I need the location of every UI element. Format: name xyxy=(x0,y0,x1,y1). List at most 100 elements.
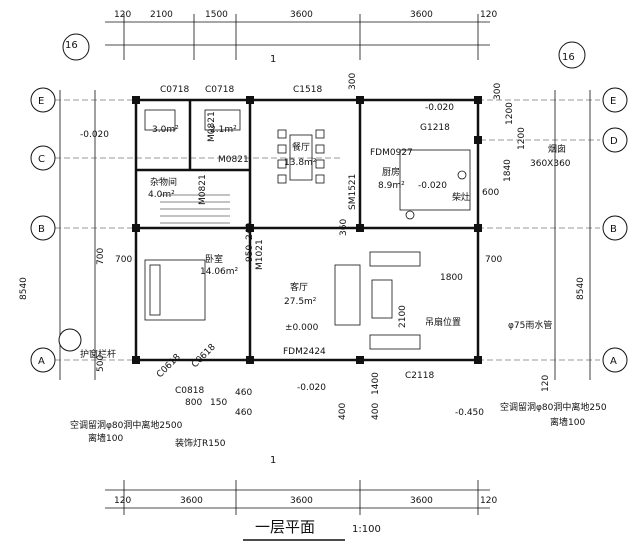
room-storage-name: 杂物间 xyxy=(150,176,177,188)
note-ac-right2: 离墙100 xyxy=(550,416,585,428)
section-left xyxy=(62,33,90,61)
stairs xyxy=(160,194,230,224)
window-c0818: C0818 xyxy=(175,386,204,396)
axis-label-1-bottom: 1 xyxy=(270,455,276,466)
axis-label-1-top: 1 xyxy=(270,54,276,65)
axis-label-b-right: B xyxy=(610,224,617,235)
note-d-150: 150 xyxy=(210,398,227,408)
dim-left-700: 700 xyxy=(96,248,106,265)
note-ac-left1: 空调留洞φ80洞中离地2500 xyxy=(70,419,183,431)
note-pipe: φ75雨水管 xyxy=(508,319,552,331)
axis-label-d-right: D xyxy=(610,136,618,147)
window-c0718-1: C0718 xyxy=(160,85,189,95)
furniture xyxy=(144,109,471,350)
dim-top-2: 1500 xyxy=(205,10,228,20)
axis-label-e-right: E xyxy=(610,96,616,107)
room-kitchen-name: 厨房 xyxy=(382,166,400,178)
window-c1518: C1518 xyxy=(293,85,322,95)
note-d-240: 240 xyxy=(245,223,255,240)
window-c2118: C2118 xyxy=(405,371,434,381)
dim-right-120: 120 xyxy=(541,375,551,392)
note-d-1840: 1840 xyxy=(503,159,513,182)
section-right xyxy=(558,41,586,69)
axis-a-right xyxy=(602,347,628,373)
note-d-1400: 1400 xyxy=(371,372,381,395)
note-chimney-size: 360X360 xyxy=(530,159,571,169)
door-fdm0927: FDM0927 xyxy=(370,148,413,158)
note-d-700b: 700 xyxy=(485,255,502,265)
note-d-400a: 400 xyxy=(371,403,381,420)
axis-label-a-right: A xyxy=(610,356,617,367)
axis-markers xyxy=(30,33,628,373)
note-elev-left: -0.020 xyxy=(80,130,109,140)
room-dining-name: 餐厅 xyxy=(292,141,310,153)
dim-top-3: 3600 xyxy=(290,10,313,20)
axis-d-right xyxy=(602,127,628,153)
note-d-300: 300 xyxy=(348,73,358,90)
door-m1021: M1021 xyxy=(255,239,265,270)
columns xyxy=(132,96,482,364)
dim-left-total: 8540 xyxy=(19,277,29,300)
note-kitchen-col: 柴灶 xyxy=(452,191,470,203)
note-d-950: 950 xyxy=(245,245,255,262)
section-left-num: 16 xyxy=(65,40,78,51)
room-living-area: 27.5m² xyxy=(284,297,317,307)
axis-label-a-left: A xyxy=(38,356,45,367)
room-living-name: 客厅 xyxy=(290,281,308,293)
drawing-scale: 1:100 xyxy=(352,524,381,535)
note-fan: 吊扇位置 xyxy=(425,316,461,328)
note-d-360: 360 xyxy=(339,219,349,236)
note-elev-kitchen: -0.020 xyxy=(418,181,447,191)
axis-a-left xyxy=(30,347,56,373)
room-bedroom-area: 14.06m² xyxy=(200,267,239,277)
window-c0718-2: C0718 xyxy=(205,85,234,95)
dim-right-total: 8540 xyxy=(576,277,586,300)
note-d-2100: 2100 xyxy=(398,305,408,328)
axis-b-right xyxy=(602,215,628,241)
room-kitchen-area: 8.9m² xyxy=(378,181,405,191)
note-d-700a: 700 xyxy=(115,255,132,265)
dim-right-1200b: 1200 xyxy=(517,127,527,150)
axis-label-c-left: C xyxy=(38,154,45,165)
drawing-title: 一层平面 xyxy=(255,518,315,536)
note-ac-left2: 离墙100 xyxy=(88,432,123,444)
door-fdm2424: FDM2424 xyxy=(283,347,326,357)
axis-e-left xyxy=(30,87,56,113)
dim-bottom-0: 120 xyxy=(114,496,131,506)
dim-top-5: 120 xyxy=(480,10,497,20)
note-d-460b: 460 xyxy=(235,408,252,418)
note-d-600: 600 xyxy=(482,188,499,198)
note-chimney: 烟囱 xyxy=(548,143,566,155)
note-rail: 护窗栏杆 xyxy=(80,348,116,360)
dim-right-300: 300 xyxy=(493,83,503,100)
dim-top-1: 2100 xyxy=(150,10,173,20)
axis-c-left xyxy=(30,145,56,171)
room-storage-area: 4.0m² xyxy=(148,190,175,200)
door-m0821-3: M0821 xyxy=(198,174,208,205)
room-bedroom-name: 卧室 xyxy=(205,253,223,265)
axis-label-b-left: B xyxy=(38,224,45,235)
dim-top-0: 120 xyxy=(114,10,131,20)
dim-top-4: 3600 xyxy=(410,10,433,20)
dim-right-1200a: 1200 xyxy=(505,102,515,125)
note-ac-right1: 空调留洞φ80洞中离地250 xyxy=(500,401,607,413)
note-elev-zero: ±0.000 xyxy=(285,323,319,333)
note-fan-dim: 1800 xyxy=(440,273,463,283)
axis-label-e-left: E xyxy=(38,96,44,107)
north-arrow xyxy=(58,328,82,352)
note-elev-outside: -0.450 xyxy=(455,408,484,418)
room-bath1-area: 3.0m² xyxy=(152,125,179,135)
note-elev-porch: -0.020 xyxy=(297,383,326,393)
door-sm1521: SM1521 xyxy=(348,174,358,210)
dim-bottom-2: 3600 xyxy=(290,496,313,506)
dimension-lines xyxy=(59,14,591,515)
note-elev-top: -0.020 xyxy=(425,103,454,113)
room-dining-area: 13.8m² xyxy=(284,158,317,168)
door-m0821-2: M0821 xyxy=(218,155,249,165)
note-d-400b: 400 xyxy=(338,403,348,420)
note-d-460a: 460 xyxy=(235,388,252,398)
note-lamp: 装饰灯R150 xyxy=(175,437,226,449)
axis-b-left xyxy=(30,215,56,241)
dim-bottom-4: 120 xyxy=(480,496,497,506)
note-d-800: 800 xyxy=(185,398,202,408)
